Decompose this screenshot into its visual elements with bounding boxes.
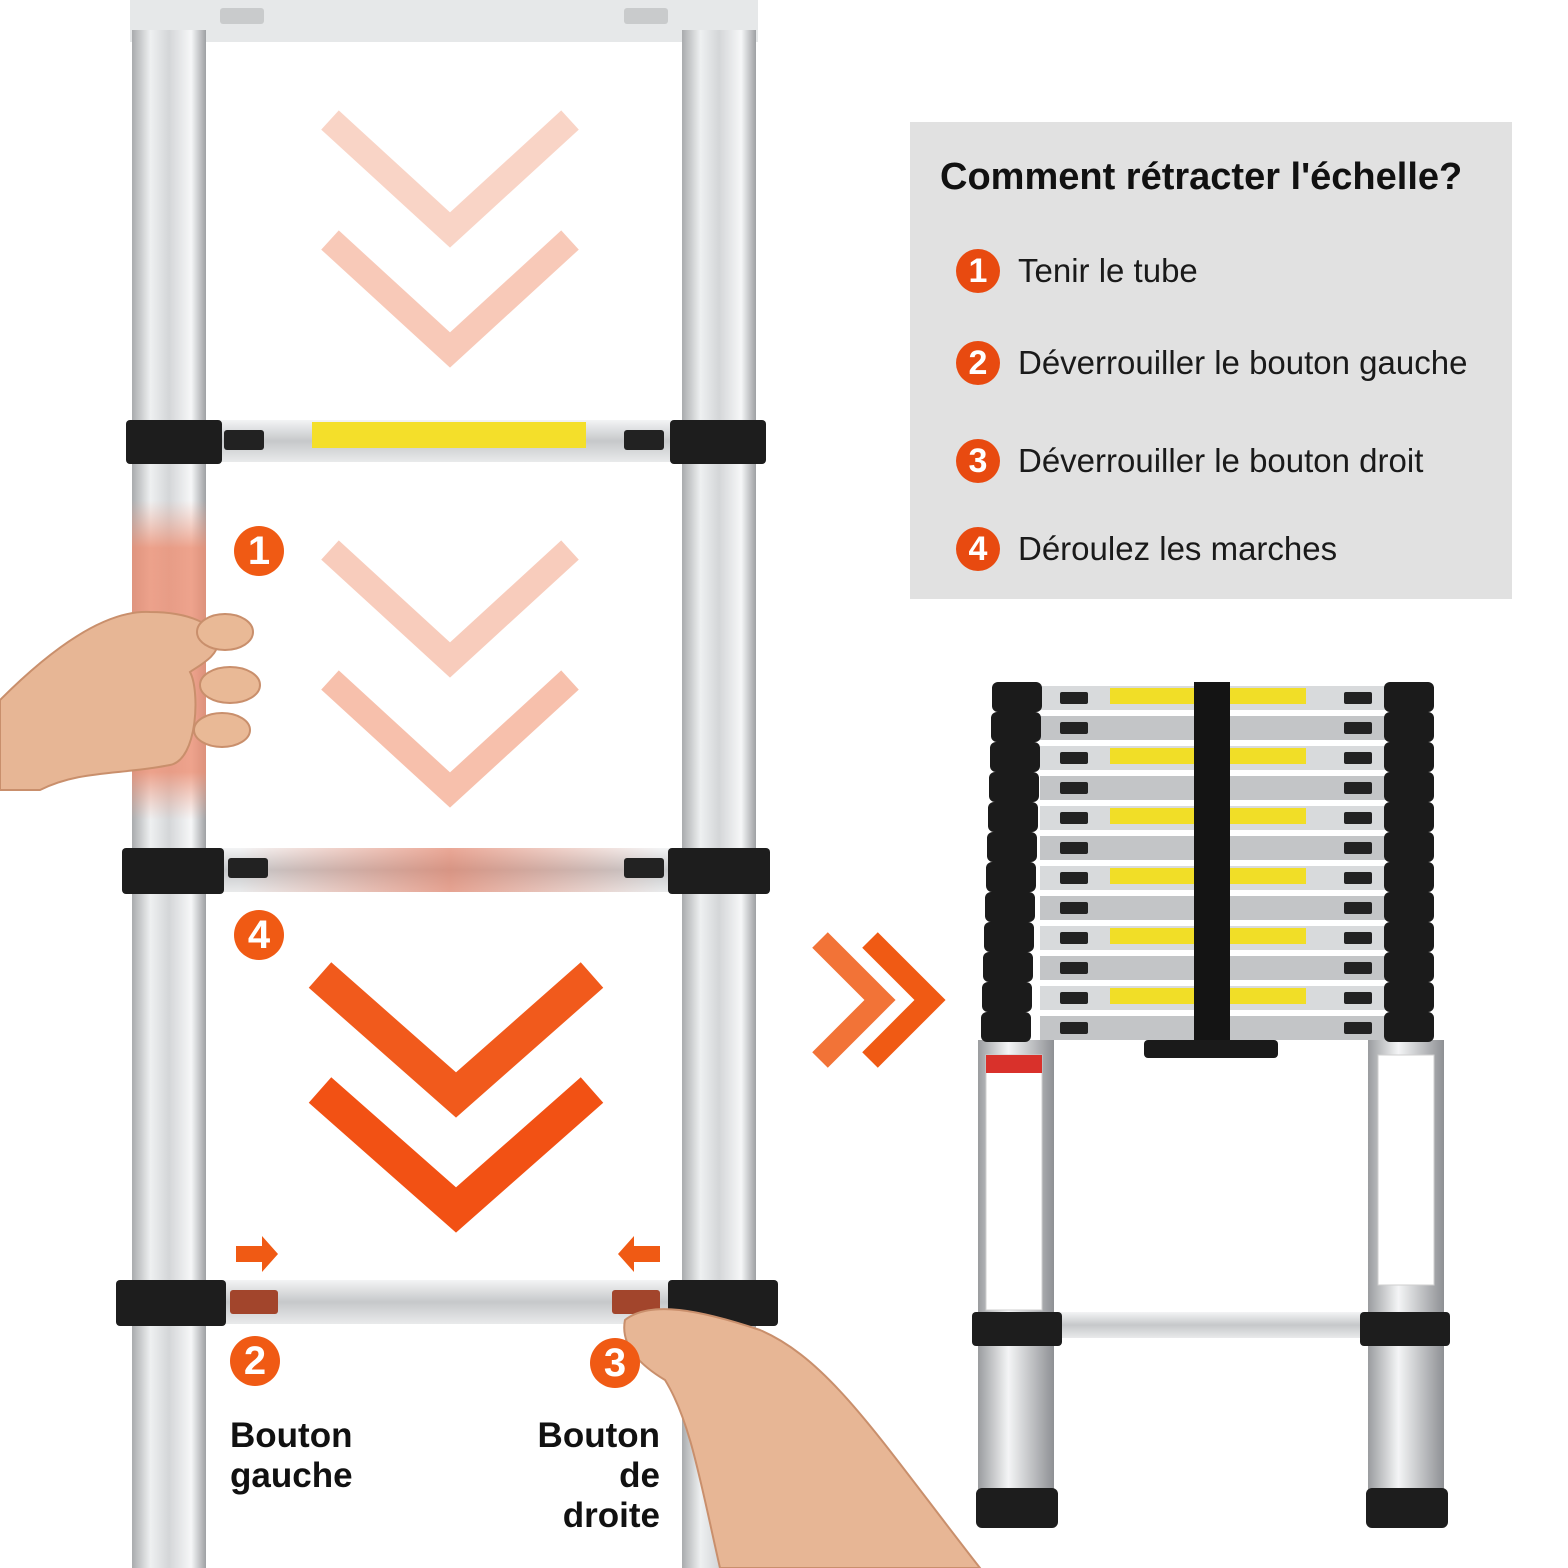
right-button-caption: Bouton de droite [537,1416,660,1535]
callout-step-1: 1 [234,526,284,576]
step-number-badge: 3 [956,439,1000,483]
callout-step-2: 2 [230,1336,280,1386]
step-row-1: 1 Tenir le tube [956,246,1198,296]
retracted-ladder-illustration [972,682,1450,1528]
callout-step-3: 3 [590,1338,640,1388]
step-row-4: 4 Déroulez les marches [956,524,1337,574]
step-text: Déverrouiller le bouton droit [1018,442,1424,479]
instructions-title: Comment rétracter l'échelle? [940,156,1463,198]
left-button-caption: Bouton gauche [230,1416,353,1495]
step-text: Tenir le tube [1018,252,1198,289]
callout-step-4: 4 [234,910,284,960]
step-text: Déroulez les marches [1018,530,1338,567]
step-text: Déverrouiller le bouton gauche [1018,344,1468,381]
step-number-badge: 4 [956,527,1000,571]
step-row-3: 3 Déverrouiller le bouton droit [956,436,1423,486]
step-row-2: 2 Déverrouiller le bouton gauche [956,338,1467,388]
step-number-badge: 1 [956,249,1000,293]
instructions-panel: Comment rétracter l'échelle? 1 Tenir le … [910,122,1512,599]
step-number-badge: 2 [956,341,1000,385]
